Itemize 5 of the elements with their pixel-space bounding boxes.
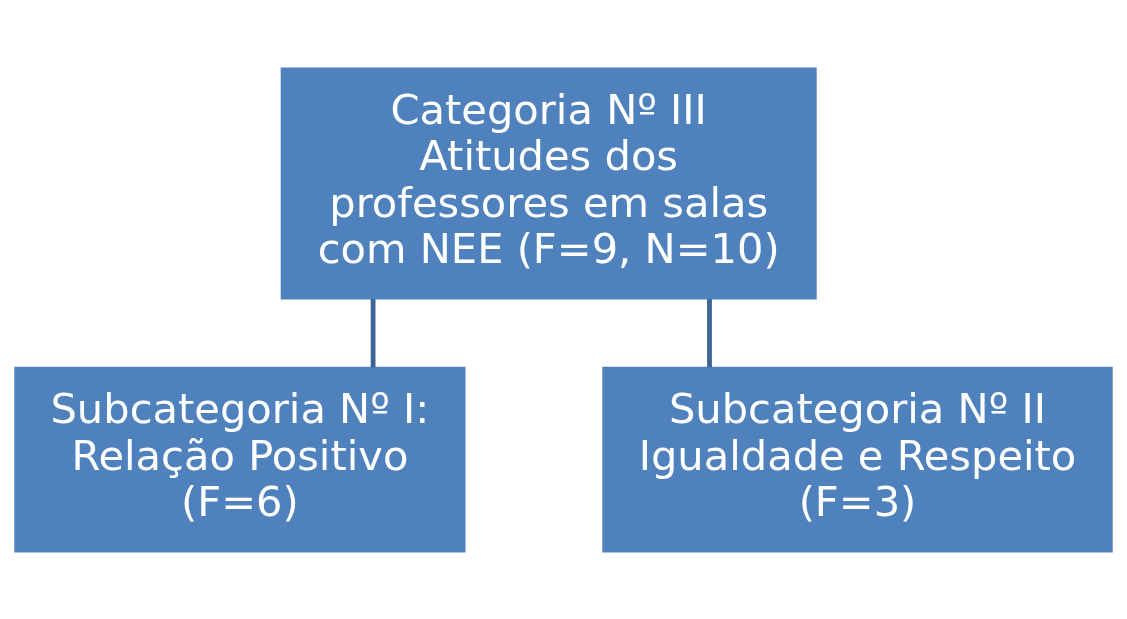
connector xyxy=(707,298,712,367)
node-box: Subcategoria Nº I: Relação Positivo (F=6) xyxy=(14,366,466,552)
connector xyxy=(370,298,376,367)
node-box: Subcategoria Nº II Igualdade e Respeito (F=3) xyxy=(602,366,1113,552)
node-box: Categoria Nº III Atitudes dos professores em salas com NEE (F=9, N=10) xyxy=(280,67,817,300)
